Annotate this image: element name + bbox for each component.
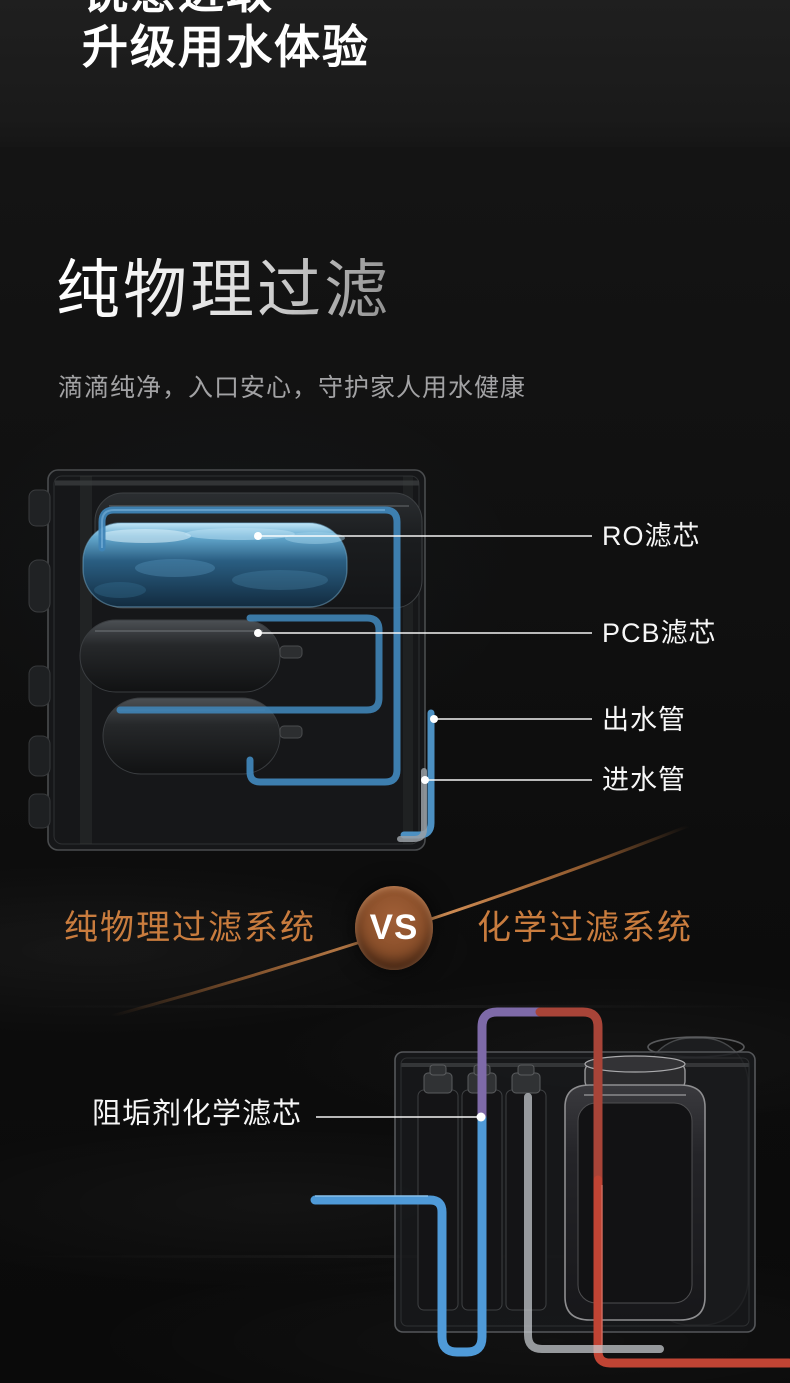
section-subtitle: 滴滴纯净，入口安心，守护家人用水健康 [58,374,527,402]
callout-pcb-filter: PCB滤芯 [602,618,717,648]
hero-heading-line1: 锐意进取 [82,0,274,15]
wave-texture [0,1005,790,1008]
chemical-filter-diagram [310,1007,790,1368]
section-title: 纯物理过滤 [56,254,391,326]
hero-section-background [0,0,790,147]
callout-chemical-filter: 阻垢剂化学滤芯 [92,1098,303,1130]
callout-outlet-pipe: 出水管 [602,705,686,735]
physical-filter-diagram [28,469,435,851]
callout-inlet-pipe: 进水管 [602,765,686,795]
vs-badge-text: VS [369,908,419,947]
callout-ro-filter: RO滤芯 [602,521,701,551]
vs-right-label: 化学过滤系统 [477,909,693,947]
hero-heading-line2: 升级用水体验 [82,21,370,73]
vs-left-label: 纯物理过滤系统 [64,909,316,947]
vs-badge: VS [355,886,433,970]
